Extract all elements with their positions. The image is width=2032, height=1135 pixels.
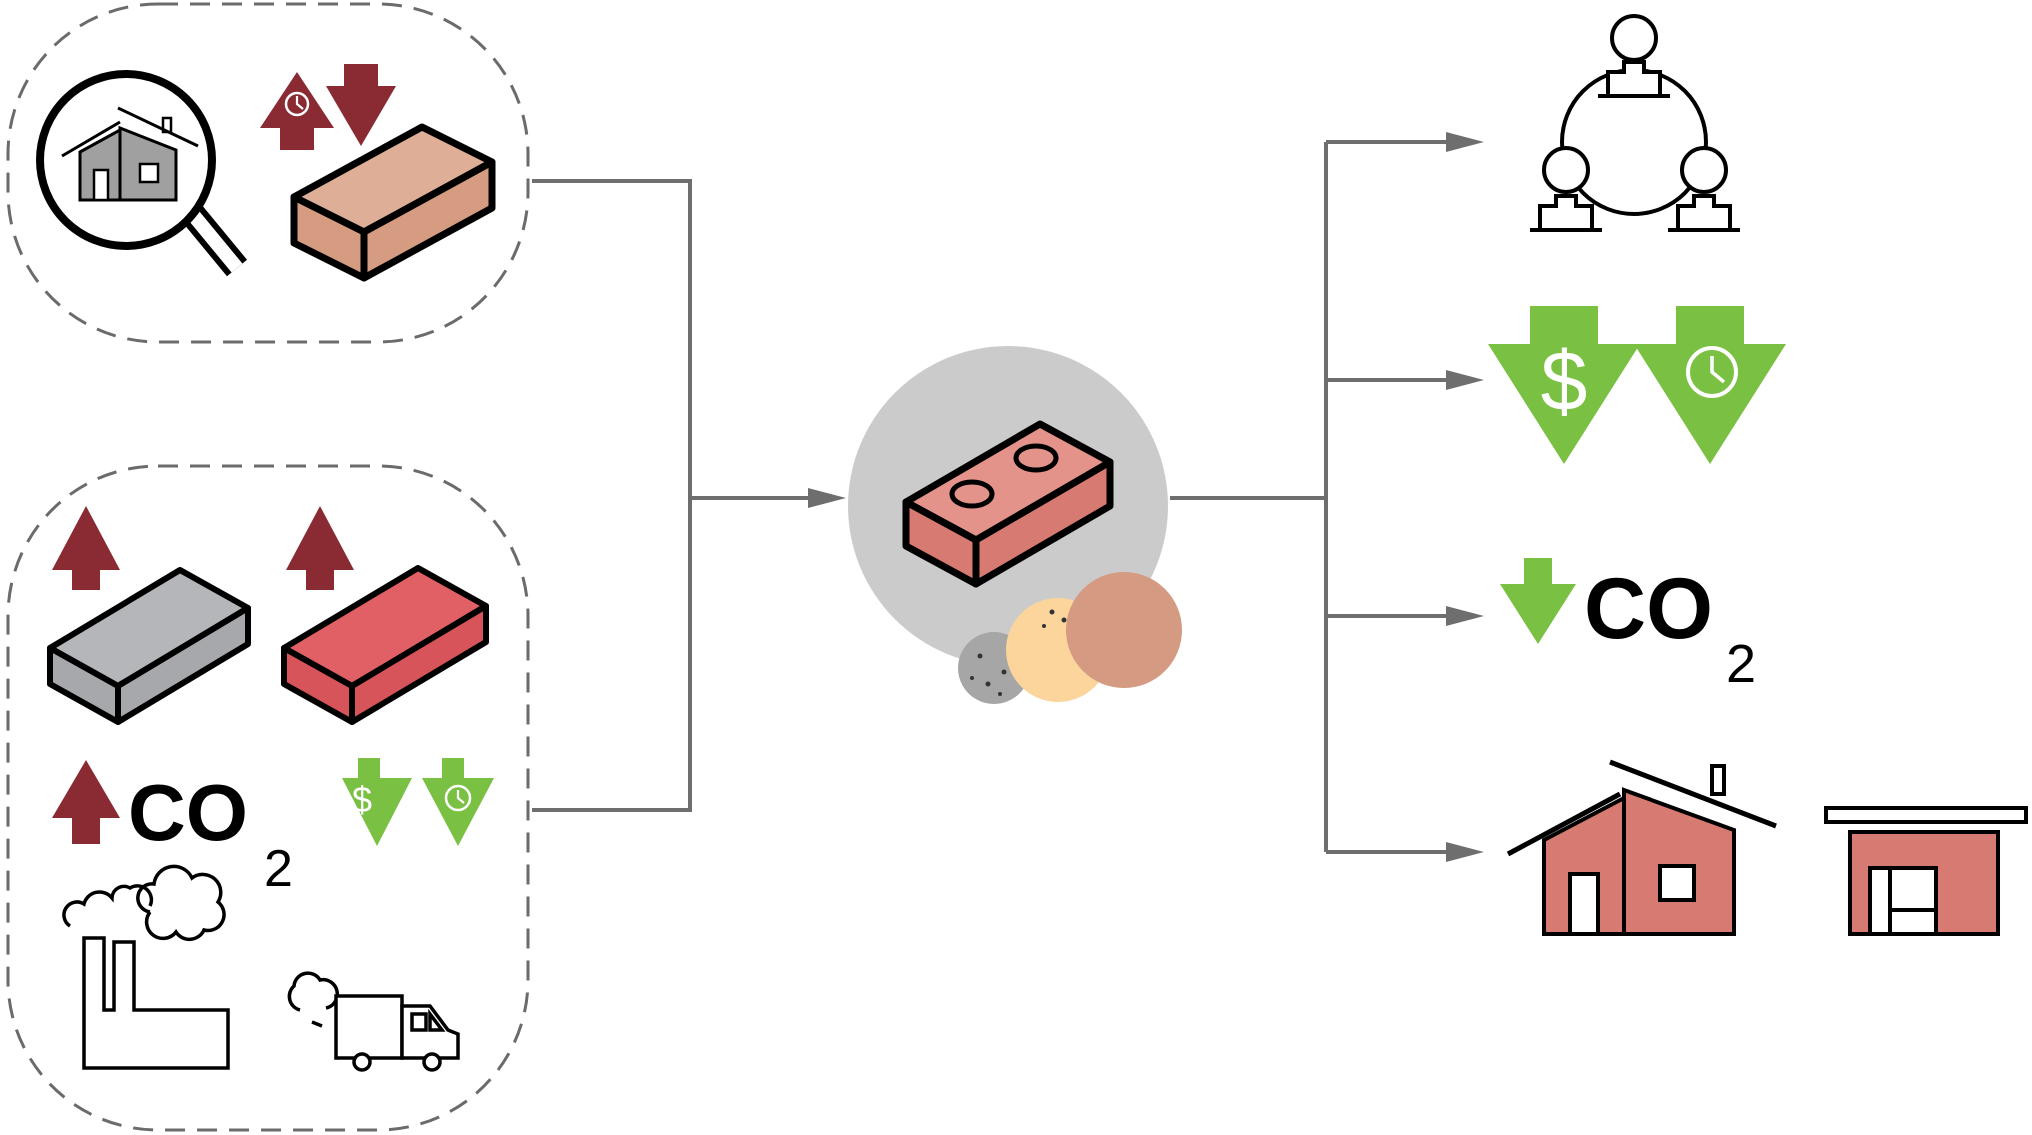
- aggregates-icon: [958, 572, 1182, 704]
- center-input-arrowhead: [808, 488, 846, 508]
- community-icon: [1530, 14, 1740, 232]
- co2-left-subscript: 2: [264, 840, 293, 898]
- bottom-input-group: CO 2 $: [6, 464, 530, 1132]
- top-group-border: [6, 2, 530, 344]
- co2-left-label: CO: [128, 768, 248, 857]
- down-arrow-icon: [326, 64, 396, 146]
- output-arrowheads: [1446, 132, 1484, 862]
- cost-down-icon: $: [342, 758, 412, 846]
- time-down-icon: [422, 758, 494, 846]
- small-dollar-sign: $: [352, 779, 372, 820]
- top-input-group: [6, 2, 530, 344]
- co2-output-label: CO: [1584, 561, 1713, 657]
- output-connectors: [1170, 140, 1450, 854]
- grey-brick-up-arrow: [52, 506, 120, 590]
- magnifier-house-icon: [36, 70, 248, 277]
- truck-icon: [287, 971, 460, 1072]
- red-brick-icon: [281, 565, 489, 725]
- center-hub: [848, 346, 1182, 704]
- tan-brick-icon: [290, 123, 496, 282]
- clock-up-arrow-icon: [260, 72, 334, 150]
- dollar-down-arrow-icon: $: [1488, 306, 1640, 464]
- red-brick-up-arrow: [286, 506, 354, 590]
- shop-icon: [1824, 806, 2028, 936]
- bottom-group-border: [6, 464, 530, 1132]
- center-brick-icon: [902, 420, 1114, 588]
- dollar-sign: $: [1541, 334, 1588, 428]
- input-connectors: [532, 179, 812, 812]
- grey-brick-icon: [47, 567, 251, 725]
- co2-output-subscript: 2: [1726, 634, 1756, 694]
- house-icon: [1506, 759, 1777, 936]
- clock-down-arrow-icon: [1634, 306, 1786, 464]
- factory-icon: [62, 864, 230, 1070]
- co2-down-arrow-icon: CO 2: [1500, 558, 1756, 694]
- co2-up-arrow-icon: CO 2: [52, 760, 293, 898]
